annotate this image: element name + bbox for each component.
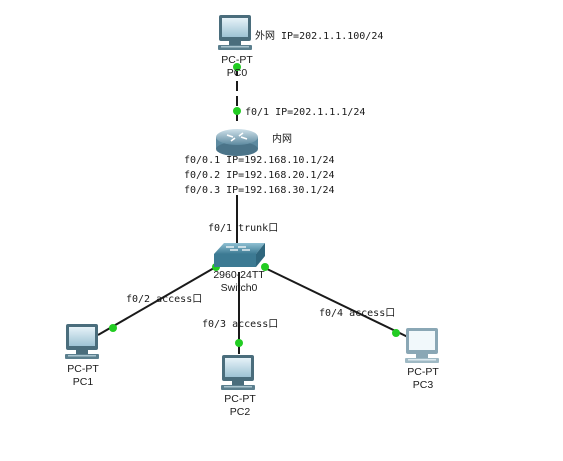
links <box>97 66 413 354</box>
pc3-icon <box>405 328 439 363</box>
router-icon <box>216 129 258 156</box>
link-dot-switch-f04 <box>261 263 269 271</box>
link-dot-router-f01 <box>233 107 241 115</box>
subinterface-2-label: f0/0.2 IP=192.168.20.1/24 <box>184 170 335 181</box>
pc1-icon <box>65 324 99 359</box>
switch-model: 2960-24TT <box>213 269 265 281</box>
pc0-icon <box>218 15 252 50</box>
link-dot-pc1 <box>109 324 117 332</box>
pc1[interactable]: PC-PT PC1 <box>65 324 99 388</box>
pc0[interactable]: PC-PT PC0 <box>218 15 253 79</box>
port-f04-label: f0/4 access口 <box>319 308 395 319</box>
pc3-name: PC3 <box>413 379 434 391</box>
link-dot-pc0 <box>233 63 241 71</box>
switch-icon <box>214 243 265 267</box>
subinterface-3-label: f0/0.3 IP=192.168.30.1/24 <box>184 185 335 196</box>
port-f02-label: f0/2 access口 <box>126 294 202 305</box>
port-f03-label: f0/3 access口 <box>202 319 278 330</box>
link-switch-pc1 <box>97 267 215 336</box>
router-f01-label: f0/1 IP=202.1.1.1/24 <box>245 107 365 118</box>
link-switch-pc3 <box>264 267 413 340</box>
pc2[interactable]: PC-PT PC2 <box>221 355 256 418</box>
pc0-type: PC-PT <box>221 54 253 66</box>
router-name: 内网 <box>272 132 292 145</box>
pc2-icon <box>221 355 255 390</box>
router[interactable]: 内网 <box>216 129 292 156</box>
pc0-ip-label: 外网 IP=202.1.1.100/24 <box>255 30 383 42</box>
pc3-type: PC-PT <box>407 366 439 378</box>
pc1-type: PC-PT <box>67 363 99 375</box>
pc1-name: PC1 <box>73 376 94 388</box>
router-subinterfaces: f0/0.1 IP=192.168.10.1/24 f0/0.2 IP=192.… <box>184 155 335 196</box>
pc0-name: PC0 <box>227 67 248 79</box>
subinterface-1-label: f0/0.1 IP=192.168.10.1/24 <box>184 155 335 166</box>
link-dot-pc2 <box>235 339 243 347</box>
switch-name: Switch0 <box>221 282 258 294</box>
pc2-name: PC2 <box>230 406 251 418</box>
switch0[interactable]: 2960-24TT Switch0 <box>213 243 265 294</box>
trunk-port-label: f0/1 trunk口 <box>208 223 278 234</box>
link-dot-pc3 <box>392 329 400 337</box>
pc3[interactable]: PC-PT PC3 <box>405 328 439 391</box>
link-status-dots <box>109 63 400 347</box>
pc2-type: PC-PT <box>224 393 256 405</box>
